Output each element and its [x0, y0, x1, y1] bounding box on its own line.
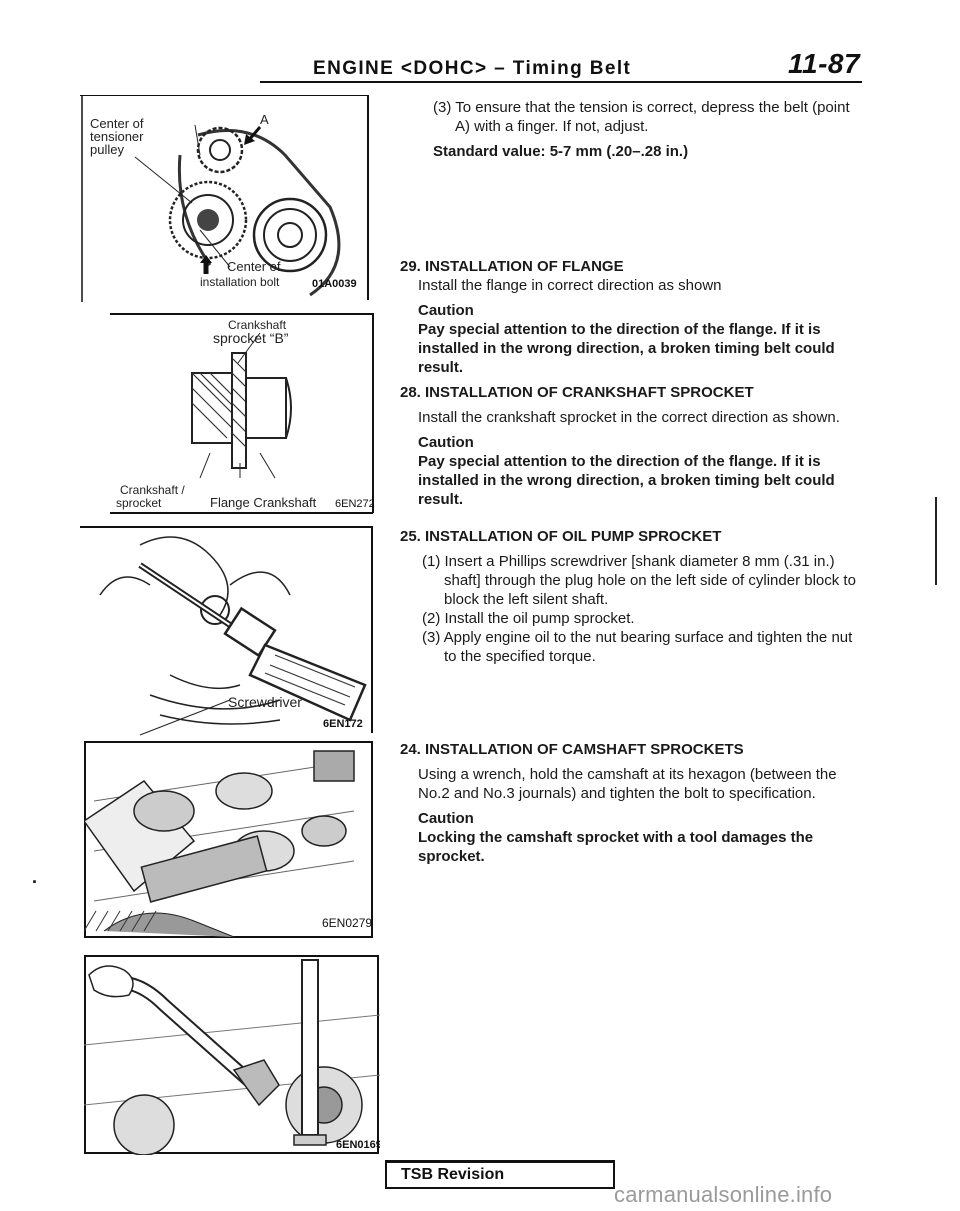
figure-wrench: 6EN0169: [84, 955, 380, 1155]
wrench-drawing: [84, 955, 380, 1155]
revision-bar: [935, 497, 937, 585]
label-crankshaft-left: Crankshaft /: [120, 483, 185, 497]
page-title: ENGINE <DOHC> – Timing Belt: [313, 58, 632, 79]
page-number: 11-87: [788, 48, 861, 79]
caution-label: Caution: [418, 434, 474, 451]
heading-camshaft-sprockets: 24. INSTALLATION OF CAMSHAFT SPROCKETS: [400, 741, 744, 758]
watermark: carmanualsonline.info: [614, 1182, 833, 1207]
tension-check-text: (3) To ensure that the tension is correc…: [433, 99, 850, 135]
figure-code: 6EN0279: [322, 916, 373, 930]
label-crankshaft-top: Crankshaft: [228, 318, 287, 332]
heading-crankshaft-sprocket: 28. INSTALLATION OF CRANKSHAFT SPROCKET: [400, 384, 754, 401]
tsb-revision-label: TSB Revision: [401, 1166, 505, 1183]
camshaft-drawing: [84, 741, 373, 938]
label-point-a: A: [260, 112, 269, 127]
label-sprocket-left: sprocket: [116, 496, 162, 510]
label-installation-bolt: installation bolt: [200, 275, 280, 289]
label-sprocket-b: sprocket “B”: [213, 330, 289, 346]
label-screwdriver: Screwdriver: [228, 694, 302, 710]
flange-body: Install the flange in correct direction …: [418, 277, 722, 294]
figure-camshaft: 6EN0279: [84, 741, 374, 939]
label-tensioner: tensioner: [90, 129, 144, 144]
standard-value: Standard value: 5-7 mm (.20–.28 in.): [433, 143, 689, 160]
oil-pump-step-2: (2) Install the oil pump sprocket.: [422, 610, 635, 627]
caution-text: Locking the camshaft sprocket with a too…: [418, 829, 814, 865]
figure-code: 6EN172: [323, 718, 363, 730]
heading-oil-pump-sprocket: 25. INSTALLATION OF OIL PUMP SPROCKET: [400, 528, 722, 545]
figure-code: 6EN0169: [336, 1139, 380, 1151]
figure-crankshaft-sprocket: Crankshaft sprocket “B” Crankshaft / spr…: [110, 313, 375, 515]
figure-code: 6EN272: [335, 498, 375, 510]
crankshaft-sprocket-drawing: [110, 313, 374, 514]
section-belt-tension: (3) To ensure that the tension is correc…: [411, 98, 857, 161]
camshaft-body: Using a wrench, hold the camshaft at its…: [418, 766, 837, 802]
section-crankshaft-sprocket: 28. INSTALLATION OF CRANKSHAFT SPROCKET …: [400, 383, 860, 509]
caution-label: Caution: [418, 810, 474, 827]
section-camshaft-sprockets: 24. INSTALLATION OF CAMSHAFT SPROCKETS U…: [400, 740, 860, 866]
stray-dot: .: [32, 867, 38, 887]
label-center-of-bolt: Center of: [227, 259, 281, 274]
caution-text: Pay special attention to the direction o…: [418, 321, 835, 376]
tsb-revision-box: TSB Revision: [385, 1160, 615, 1189]
oil-pump-step-3: (3) Apply engine oil to the nut bearing …: [422, 629, 853, 665]
section-flange: 29. INSTALLATION OF FLANGE Install the f…: [400, 257, 860, 377]
oil-pump-drawing: [80, 526, 373, 736]
label-center-of-tensioner: Center of: [90, 116, 144, 131]
header-rule: [260, 81, 862, 83]
section-oil-pump-sprocket: 25. INSTALLATION OF OIL PUMP SPROCKET (1…: [400, 527, 860, 666]
arrow-up-icon: [200, 255, 212, 274]
label-pulley: pulley: [90, 142, 124, 157]
figure-oil-pump-screwdriver: Screwdriver 6EN172: [80, 525, 375, 737]
heading-flange: 29. INSTALLATION OF FLANGE: [400, 258, 624, 275]
label-flange-crankshaft: Flange Crankshaft: [210, 495, 317, 510]
caution-label: Caution: [418, 302, 474, 319]
oil-pump-step-1: (1) Insert a Phillips screwdriver [shank…: [422, 553, 856, 608]
figure-code: 01A0039: [312, 278, 357, 290]
belt-tension-drawing: [80, 95, 369, 302]
figure-belt-tension: Center of tensioner pulley A Center of i…: [80, 95, 373, 302]
arrow-down-left-icon: [244, 126, 262, 145]
caution-text: Pay special attention to the direction o…: [418, 453, 835, 508]
crankshaft-sprocket-body: Install the crankshaft sprocket in the c…: [418, 409, 840, 426]
